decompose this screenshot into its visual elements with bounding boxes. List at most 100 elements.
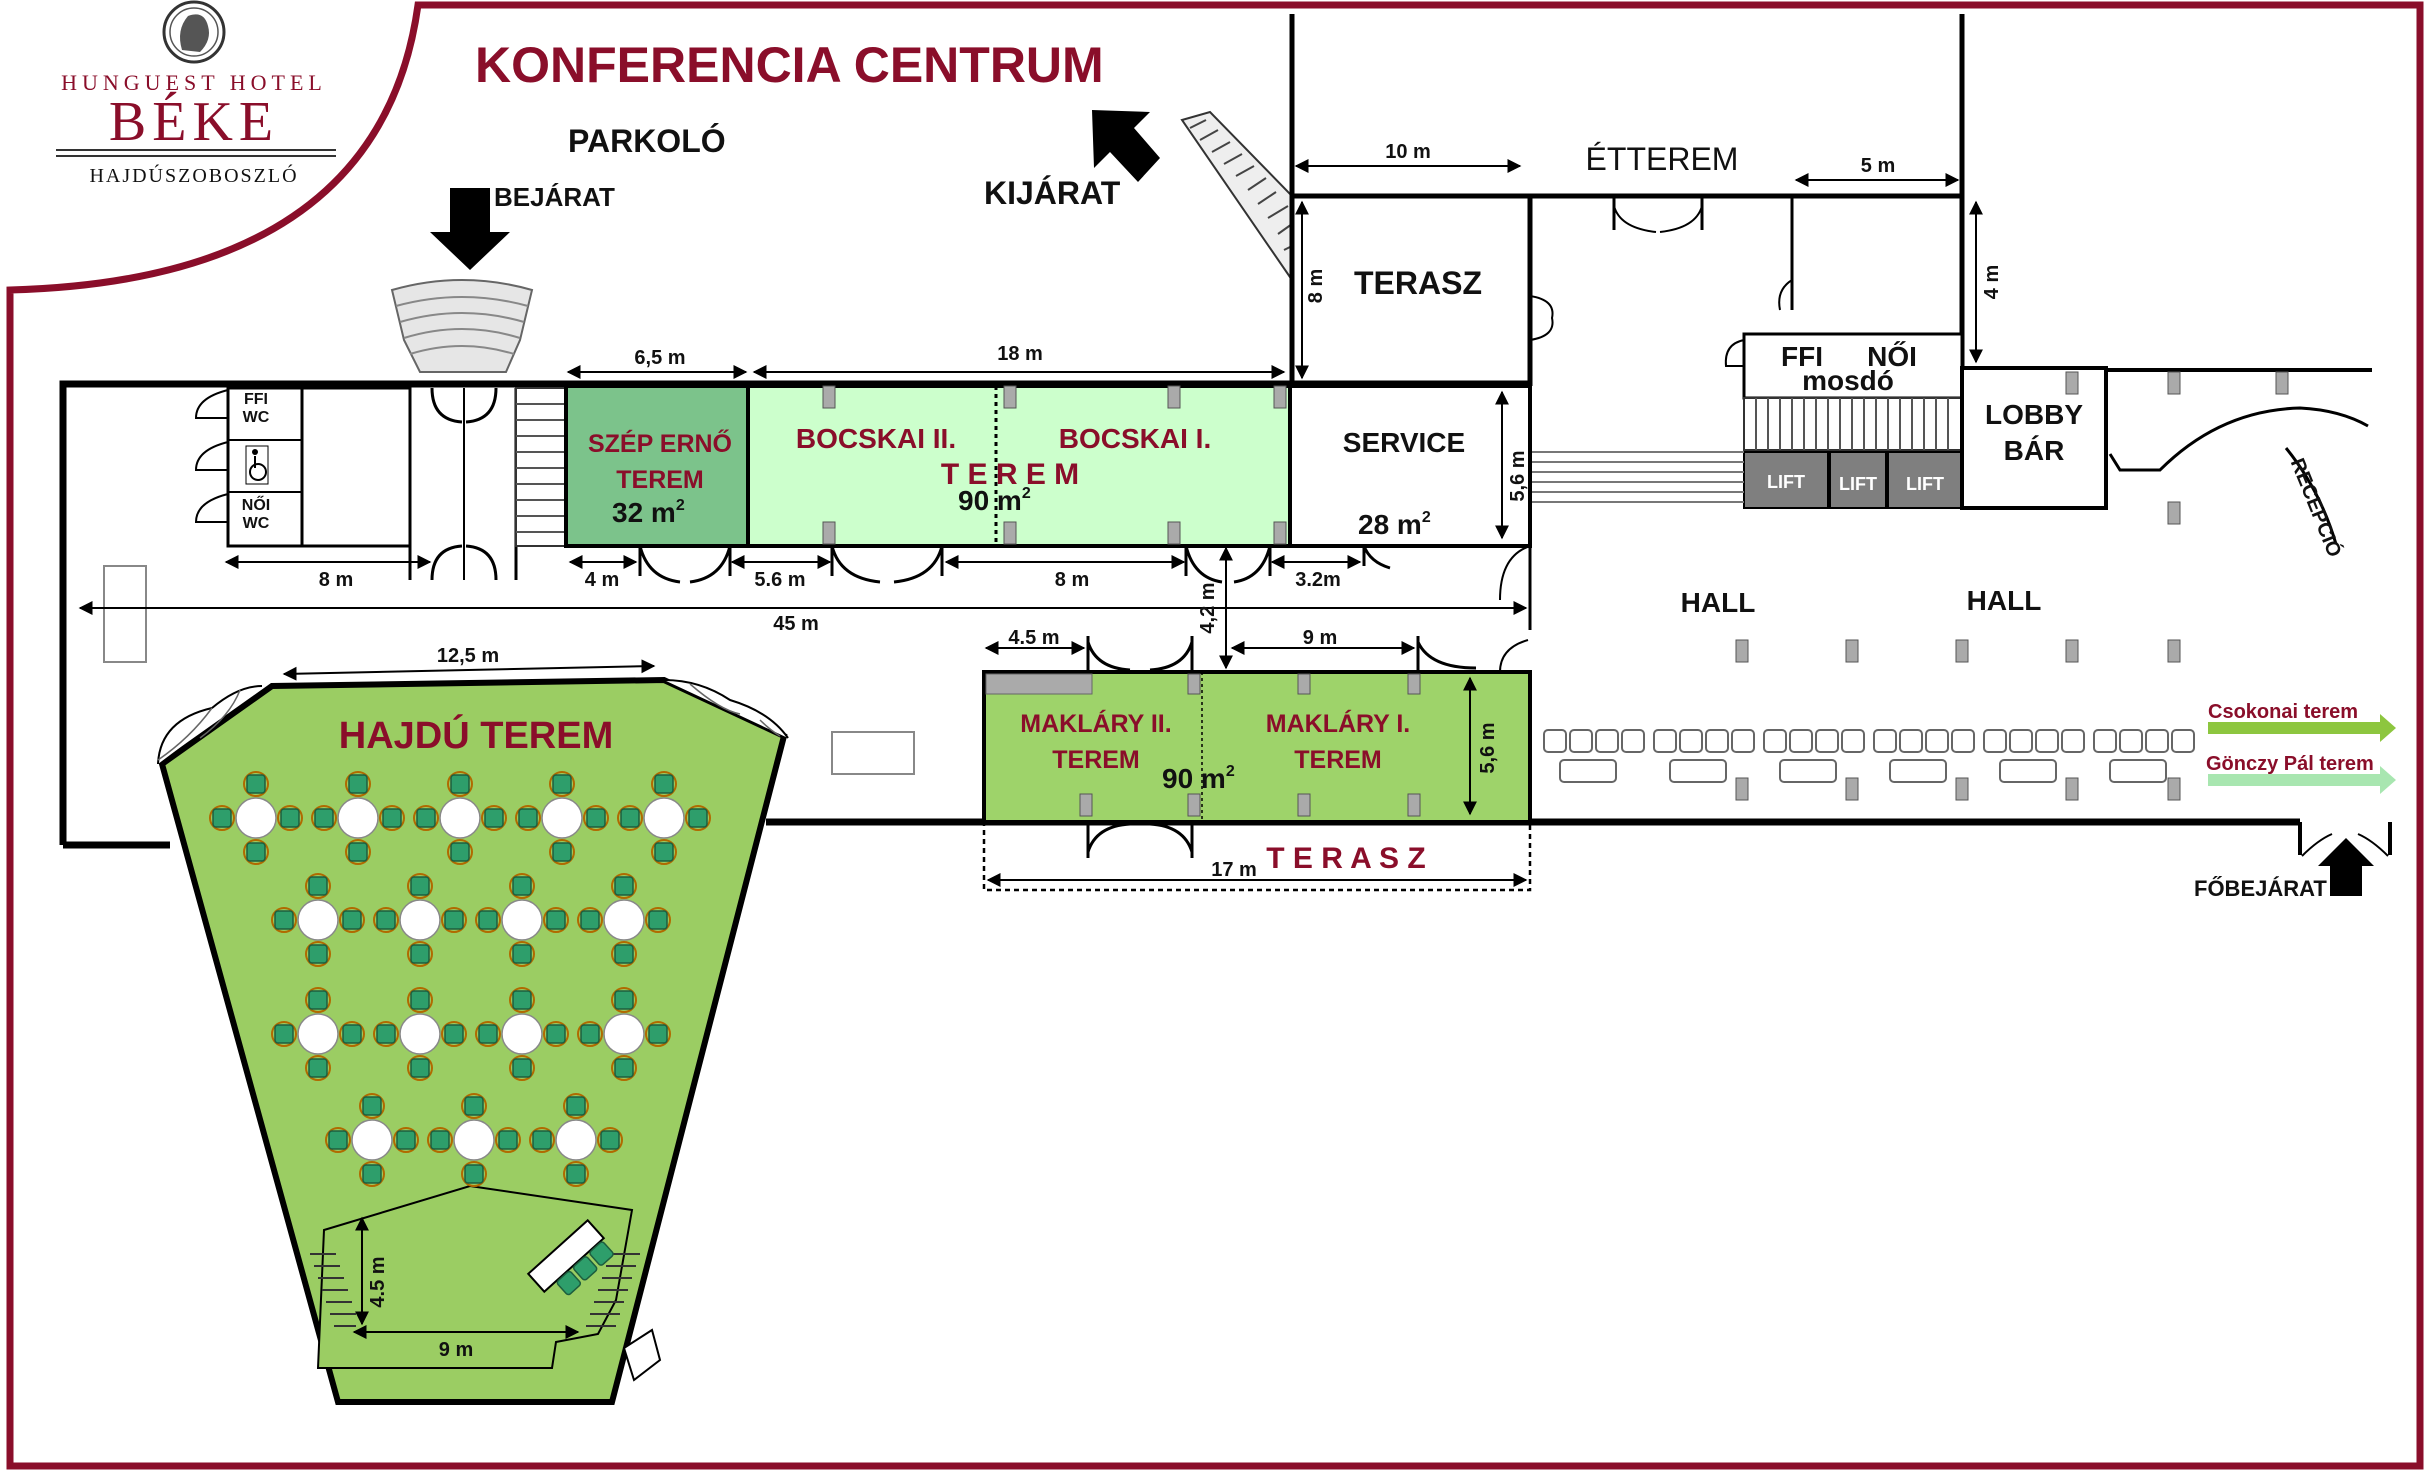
szep-erno-area: 32 m2 [612, 497, 685, 528]
sofa-group [1763, 729, 1865, 783]
dim-45m: 45 m [773, 613, 819, 635]
logo-brand-main: BÉKE [109, 91, 279, 153]
dim-3-2m: 3.2m [1295, 569, 1341, 591]
wheelchair-icon [245, 445, 269, 485]
round-table [373, 987, 467, 1081]
label-terasz-bottom: T E R A S Z [1266, 842, 1425, 875]
entrance-vestibule [408, 387, 518, 581]
stage-door [622, 1328, 662, 1382]
dim-5m: 5 m [1861, 155, 1895, 177]
page-border [6, 1, 2424, 1470]
steps-to-hall [1532, 451, 1744, 503]
dim-9m-stage: 9 m [439, 1339, 473, 1361]
stage-table [526, 1218, 615, 1297]
label-kijarat: KIJÁRAT [984, 175, 1121, 211]
wc-ffi-2: WC [243, 409, 270, 426]
label-mosdo: mosdó [1802, 365, 1894, 396]
round-table [413, 771, 507, 865]
dim-10m: 10 m [1385, 141, 1431, 163]
lift-label-3: LIFT [1906, 474, 1944, 494]
wc-block: FFI WC NŐI WC [194, 386, 412, 548]
label-etterem: ÉTTEREM [1586, 141, 1739, 177]
round-table [529, 1093, 623, 1187]
maklary-1-label-2: TEREM [1294, 746, 1382, 774]
exit-ramp [1180, 110, 1293, 284]
legend-label-csokonai: Csokonai terem [2208, 701, 2358, 723]
lower-terrace-outline [982, 820, 1532, 892]
round-table [271, 873, 365, 967]
dim-5-6m-service: 5,6 m [1507, 450, 1529, 501]
stage-stairs-right [586, 1253, 640, 1327]
maklary-doors [1086, 636, 1529, 858]
round-table [209, 771, 303, 865]
label-terasz-top: TERASZ [1354, 265, 1482, 301]
dim-8m-boc: 8 m [1055, 569, 1089, 591]
dimension-lines [78, 159, 1983, 1339]
sofa-group [1873, 729, 1975, 783]
main-entrance-arrow-icon [2318, 838, 2374, 896]
label-hall-2: HALL [1967, 585, 2042, 616]
label-fobejarat: FŐBEJÁRAT [2194, 876, 2327, 901]
round-table [617, 771, 711, 865]
dim-5-6m-mak: 5,6 m [1477, 722, 1499, 773]
room-szep-erno[interactable]: SZÉP ERNŐ TEREM 32 m2 [564, 384, 750, 548]
round-table [427, 1093, 521, 1187]
corridor-mat-left [103, 565, 147, 663]
dim-4-5m-stage: 4.5 m [367, 1256, 389, 1307]
wc-noi-1: NŐI [242, 495, 270, 514]
round-table [475, 987, 569, 1081]
stage-stairs-left [310, 1253, 356, 1327]
dim-12-5m: 12,5 m [437, 645, 499, 667]
dim-18m: 18 m [997, 343, 1043, 365]
dim-8m-wc: 8 m [319, 569, 353, 591]
dim-4-5m: 4.5 m [1008, 627, 1059, 649]
dim-4m: 4 m [585, 569, 619, 591]
room-hajdu[interactable]: HAJDÚ TEREM [157, 676, 789, 1405]
label-bejarat: BEJÁRAT [494, 182, 615, 212]
dim-17m: 17 m [1211, 859, 1257, 881]
lobby-label-2: BÁR [2004, 435, 2065, 466]
dim-6-5m: 6,5 m [634, 347, 685, 369]
hall-furniture [1543, 729, 2195, 783]
sofa-group [1653, 729, 1755, 783]
legend-arrow-gonczy [2208, 766, 2396, 794]
page-title: KONFERENCIA CENTRUM [475, 37, 1104, 93]
room-maklary[interactable]: MAKLÁRY II. TEREM MAKLÁRY I. TEREM 90 m2 [982, 670, 1532, 824]
round-table [373, 873, 467, 967]
hajdu-tables [209, 771, 711, 1187]
bocskai-1-label: BOCSKAI I. [1059, 423, 1211, 454]
service-label: SERVICE [1343, 427, 1465, 458]
round-table [515, 771, 609, 865]
round-table [577, 987, 671, 1081]
maklary-2-label-2: TEREM [1052, 746, 1140, 774]
sofa-group [2093, 729, 2195, 783]
hajdu-label: HAJDÚ TEREM [339, 713, 613, 757]
corridor-doors [638, 545, 1391, 584]
hotel-logo: HUNGUEST HOTEL BÉKE HAJDÚSZOBOSZLÓ [56, 0, 336, 187]
bocskai-terem-label: T E R E M [941, 458, 1079, 491]
bocskai-area: 90 m2 [958, 485, 1031, 516]
label-noi: NŐI [1867, 341, 1917, 372]
bocskai-2-label: BOCSKAI II. [796, 423, 956, 454]
maklary-2-label-1: MAKLÁRY II. [1020, 709, 1171, 738]
round-table [271, 987, 365, 1081]
dimension-labels: 10 m 5 m 8 m 4 m 6,5 m 18 m 5,6 m 8 m 4 … [319, 141, 2003, 1361]
maklary-1-label-1: MAKLÁRY I. [1266, 709, 1410, 738]
service-room: SERVICE 28 m2 [1288, 384, 1532, 630]
label-hall-1: HALL [1681, 587, 1756, 618]
medallion-head-icon [162, 0, 226, 64]
terrace-restaurant-walls [1289, 14, 1965, 386]
wc-noi-2: WC [243, 515, 270, 532]
corridor-mat-center [831, 731, 915, 775]
label-parkolo: PARKOLÓ [568, 123, 726, 159]
sofa-group [1983, 729, 2085, 783]
label-recepcio: RECEPCIÓ [2286, 454, 2347, 560]
szep-erno-label-2: TEREM [616, 466, 704, 494]
room-bocskai[interactable]: BOCSKAI II. BOCSKAI I. T E R E M 90 m2 [746, 384, 1292, 548]
wc-ffi-1: FFI [244, 391, 268, 408]
dim-9m-mak: 9 m [1303, 627, 1337, 649]
round-table [311, 771, 405, 865]
legend: Csokonai terem Gönczy Pál terem [2206, 701, 2396, 794]
service-area: 28 m2 [1358, 509, 1431, 540]
